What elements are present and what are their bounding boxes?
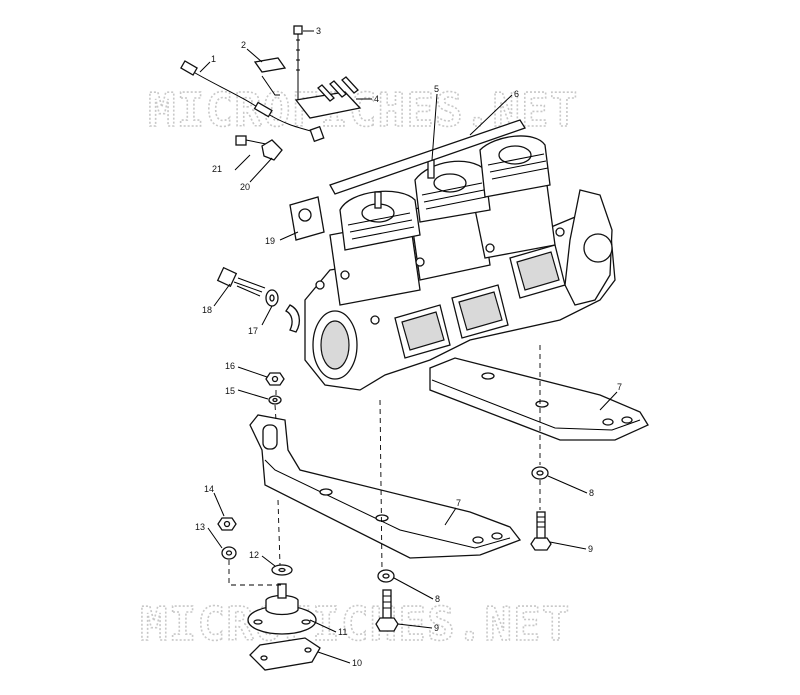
engine-assembly [289, 119, 616, 391]
callout-8-left: 8 [435, 594, 440, 604]
callout-4: 4 [374, 94, 379, 104]
callout-16: 16 [225, 361, 235, 371]
upper-hardware [180, 25, 362, 161]
mount-plates [249, 357, 649, 559]
callout-1: 1 [211, 54, 216, 64]
callout-7-right: 7 [617, 382, 622, 392]
leader-lines [199, 30, 618, 664]
callout-13: 13 [195, 522, 205, 532]
callout-5: 5 [434, 84, 439, 94]
callout-6: 6 [514, 89, 519, 99]
lower-hardware [217, 466, 552, 671]
side-hardware [216, 266, 301, 405]
callout-19: 19 [265, 236, 275, 246]
alignment-lines [228, 345, 541, 586]
callout-17: 17 [248, 326, 258, 336]
callout-10: 10 [352, 658, 362, 668]
callout-9-right: 9 [588, 544, 593, 554]
callout-20: 20 [240, 182, 250, 192]
callout-8-right: 8 [589, 488, 594, 498]
callout-7-left: 7 [456, 498, 461, 508]
callout-11: 11 [338, 627, 347, 637]
callout-15: 15 [225, 386, 235, 396]
callout-12: 12 [249, 550, 259, 560]
callout-18: 18 [202, 305, 212, 315]
callout-2: 2 [241, 40, 246, 50]
watermark-bottom: MICROFICHES.NET [140, 597, 570, 651]
callout-labels: 1 2 3 4 5 6 7 7 8 8 9 9 10 11 12 13 14 1… [195, 26, 622, 668]
callout-14: 14 [204, 484, 214, 494]
callout-9-left: 9 [434, 623, 439, 633]
callout-3: 3 [316, 26, 321, 36]
callout-21: 21 [212, 164, 222, 174]
